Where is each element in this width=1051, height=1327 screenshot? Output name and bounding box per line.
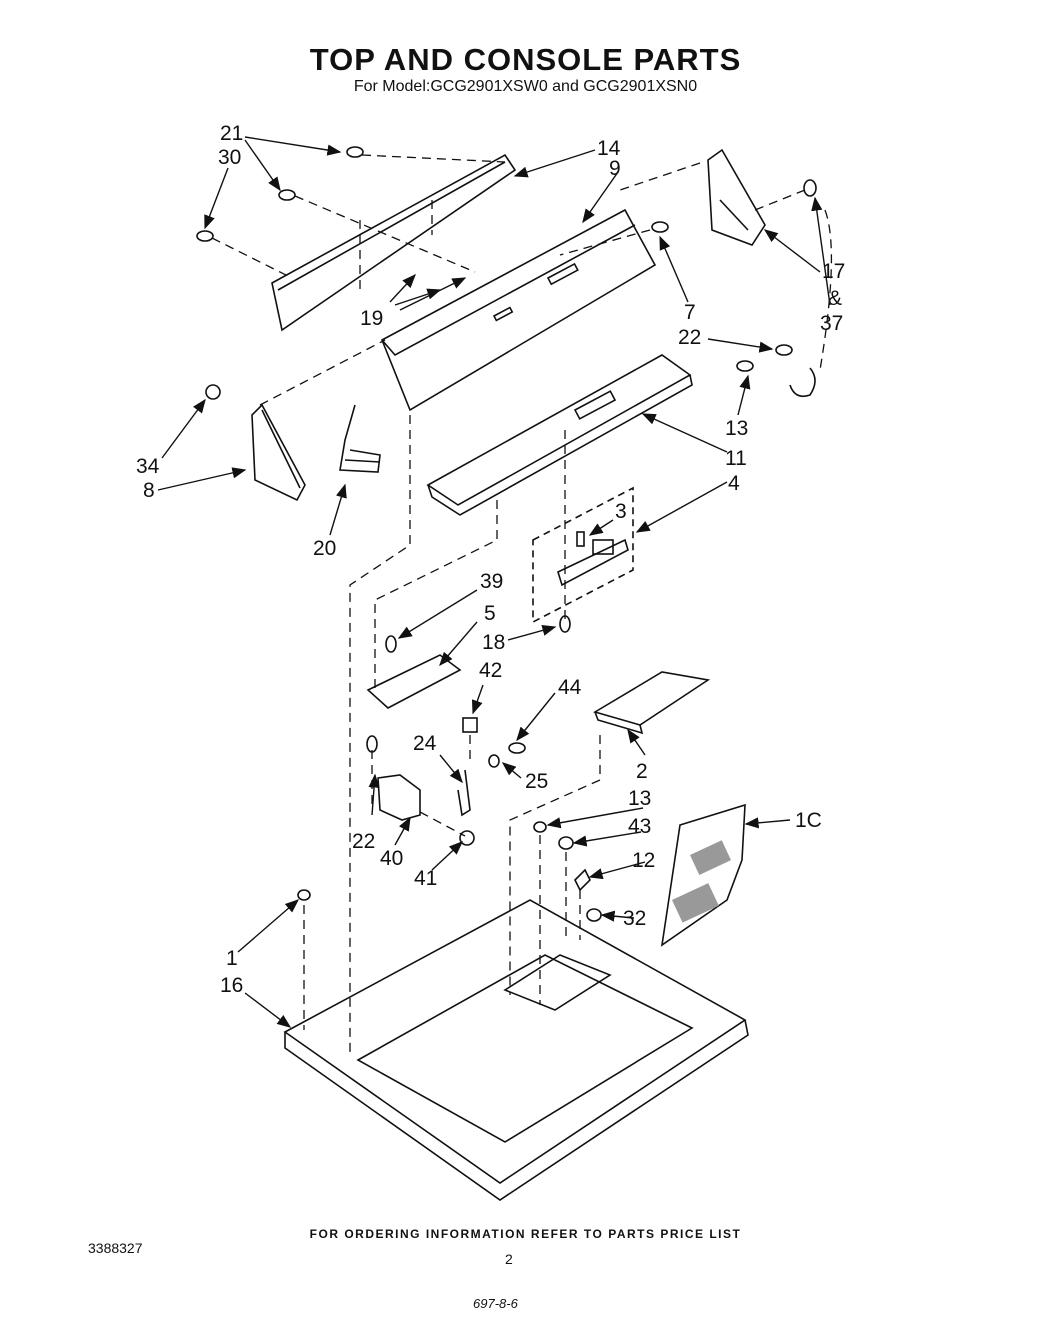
callout-2: 2 bbox=[636, 760, 648, 783]
callout-12: 12 bbox=[632, 849, 655, 872]
callout-25: 25 bbox=[525, 770, 548, 793]
right-end-cap bbox=[707, 148, 766, 246]
left-end-cap bbox=[251, 403, 306, 502]
callout-37: 37 bbox=[820, 312, 843, 335]
callout-5: 5 bbox=[484, 602, 496, 625]
callout-22-bottom: 22 bbox=[352, 830, 375, 853]
knob bbox=[462, 717, 478, 733]
callout-3: 3 bbox=[615, 500, 627, 523]
callout-41: 41 bbox=[414, 867, 437, 890]
callout-44: 44 bbox=[558, 676, 582, 699]
console-back bbox=[380, 208, 657, 412]
callout-ampersand: & bbox=[828, 287, 842, 310]
callout-40: 40 bbox=[380, 847, 403, 870]
lever bbox=[457, 769, 471, 817]
bracket bbox=[366, 654, 462, 709]
callout-16: 16 bbox=[220, 974, 243, 997]
callout-19: 19 bbox=[360, 307, 383, 330]
knob-41 bbox=[459, 830, 475, 846]
model-subtitle: For Model:GCG2901XSW0 and GCG2901XSN0 bbox=[353, 78, 698, 95]
lint-opening bbox=[503, 954, 612, 1011]
callout-34: 34 bbox=[136, 455, 160, 478]
console-base bbox=[426, 354, 692, 506]
callout-22-top: 22 bbox=[678, 326, 701, 349]
handwritten-code: 697-8-6 bbox=[473, 1296, 518, 1311]
callout-13-bottom: 13 bbox=[628, 787, 651, 810]
switch-assembly-box bbox=[532, 486, 634, 624]
lint-screen bbox=[660, 803, 746, 947]
wire-harness bbox=[339, 404, 381, 473]
callout-32: 32 bbox=[623, 907, 646, 930]
callout-20: 20 bbox=[313, 537, 336, 560]
page-number: 2 bbox=[505, 1251, 513, 1267]
timer-switch bbox=[377, 774, 421, 821]
switch bbox=[557, 538, 629, 587]
callout-13-top: 13 bbox=[725, 417, 748, 440]
callout-43: 43 bbox=[628, 815, 651, 838]
callout-14: 14 bbox=[597, 137, 621, 160]
callout-11: 11 bbox=[725, 447, 747, 470]
callout-4: 4 bbox=[728, 472, 740, 495]
callout-24: 24 bbox=[413, 732, 437, 755]
document-number: 3388327 bbox=[88, 1240, 143, 1256]
callout-7: 7 bbox=[684, 301, 696, 324]
callout-17: 17 bbox=[822, 260, 845, 283]
main-top bbox=[283, 899, 747, 1184]
callout-39: 39 bbox=[480, 570, 503, 593]
page-title: TOP AND CONSOLE PARTS bbox=[309, 42, 742, 77]
ordering-note: FOR ORDERING INFORMATION REFER TO PARTS … bbox=[309, 1227, 742, 1241]
lint-cover bbox=[593, 671, 711, 726]
callout-18: 18 bbox=[482, 631, 505, 654]
callout-10: 1C bbox=[795, 809, 822, 832]
callout-21: 21 bbox=[220, 122, 243, 145]
callout-9: 9 bbox=[609, 157, 621, 180]
top-panel bbox=[271, 153, 517, 332]
callout-30: 30 bbox=[218, 146, 241, 169]
callout-1: 1 bbox=[226, 947, 238, 970]
callout-8: 8 bbox=[143, 479, 155, 502]
callout-42: 42 bbox=[479, 659, 502, 682]
